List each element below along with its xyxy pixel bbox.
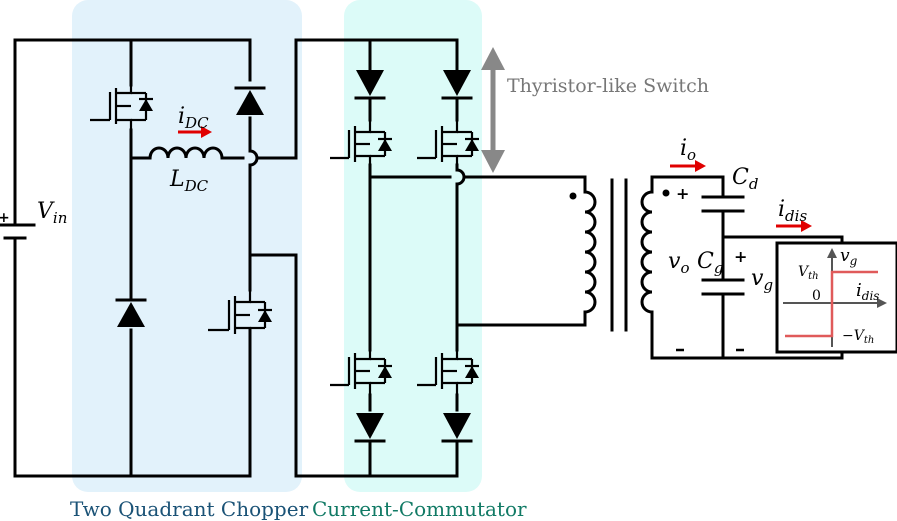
mosfet-comm-top-left <box>330 120 392 165</box>
thyristor-arrow <box>481 47 505 173</box>
thyristor-label: Thyristor-like Switch <box>507 75 709 97</box>
inset-label-neg-vth: −Vth <box>842 328 874 346</box>
label-cd: Cd <box>732 165 758 193</box>
inductor-ldc <box>148 146 230 160</box>
diode-comm-bottom-right <box>441 413 473 443</box>
commutator-wiring <box>294 38 587 478</box>
chopper-region <box>72 0 302 492</box>
inset-label-vth: Vth <box>798 264 819 282</box>
mosfet-comm-top-right <box>417 120 479 165</box>
label-io: io <box>680 136 696 164</box>
mosfet-comm-bottom-left <box>330 350 392 395</box>
secondary-wiring: + + <box>650 175 844 360</box>
chopper-label: Two Quadrant Chopper <box>70 497 309 521</box>
label-idc: iDC <box>178 104 209 132</box>
commutator-region <box>344 0 482 492</box>
capacitor-cd <box>701 195 745 213</box>
inset-label-origin: 0 <box>812 288 821 304</box>
inset-plot <box>775 241 897 354</box>
label-vo: vo <box>668 249 689 277</box>
label-cg: Cg <box>697 249 723 277</box>
current-arrows <box>178 126 812 232</box>
mosfet-comm-bottom-right <box>417 350 479 395</box>
diode-comm-top-left <box>354 70 386 100</box>
label-vin: Vin <box>37 199 67 227</box>
label-ldc: LDC <box>169 167 209 195</box>
label-vg: vg <box>751 266 773 294</box>
svg-text:+: + <box>734 247 747 266</box>
diode-chopper-top <box>234 86 266 115</box>
mosfet-chopper-lower <box>208 290 272 335</box>
battery-vin: + <box>0 210 36 254</box>
diode-chopper-bottom <box>115 283 147 327</box>
inset-label-vg: vg <box>840 246 858 268</box>
capacitor-cg <box>701 278 745 296</box>
commutator-label: Current-Commutator <box>312 497 527 521</box>
transformer <box>569 178 670 332</box>
chopper-wiring <box>13 38 298 478</box>
label-idis: idis <box>778 197 807 225</box>
inset-label-idis: idis <box>856 280 879 303</box>
mosfet-chopper-upper <box>90 85 153 130</box>
svg-text:+: + <box>0 210 10 226</box>
diode-comm-bottom-left <box>354 413 386 443</box>
diode-comm-top-right <box>441 70 473 100</box>
svg-text:+: + <box>676 184 689 203</box>
